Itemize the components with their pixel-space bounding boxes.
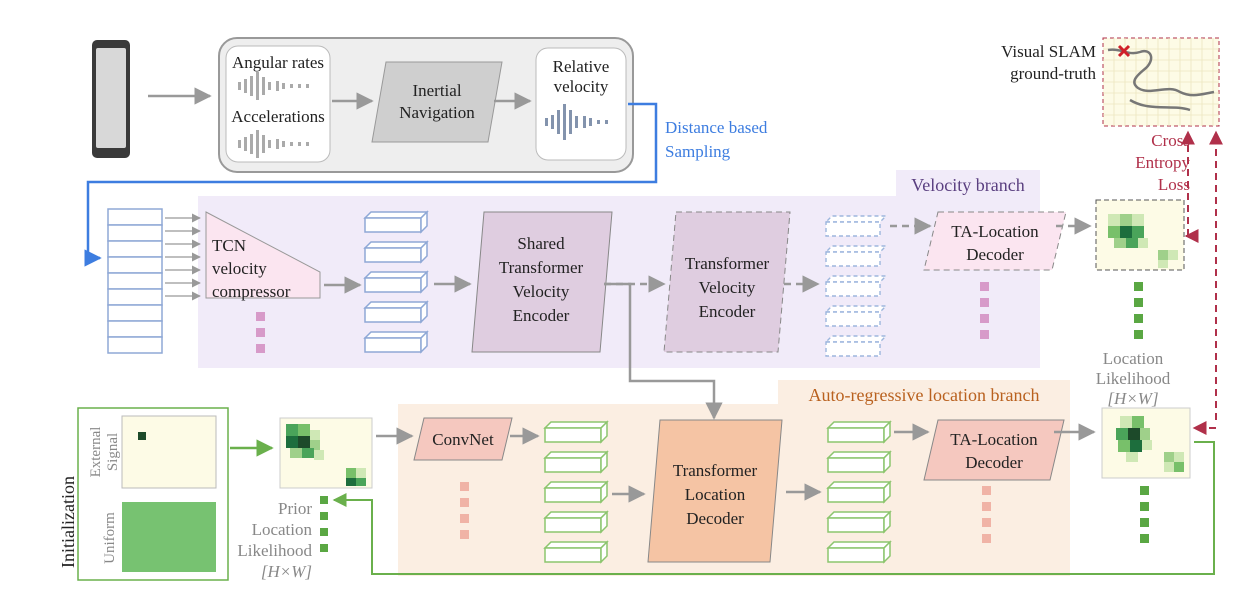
inertial-navigation-line1: Inertial [412,81,461,100]
relative-velocity-signal-icon [545,104,608,140]
prior-line4: [H×W] [261,562,312,581]
location-tokens-in [543,420,609,564]
velocity-encoder-line2: Velocity [699,278,756,297]
loss-line2: Entropy [1135,153,1190,172]
convnet-block [413,417,513,461]
location-ta-decoder-block [923,419,1065,481]
location-heatmap-ellipsis [1140,486,1149,543]
slam-label-line2: ground-truth [1010,64,1096,83]
prior-line3: Likelihood [237,541,312,560]
prior-line1: Prior [278,499,312,518]
loss-line1: Cross [1151,131,1190,150]
location-decoder-ellipsis [982,486,991,543]
convnet-label: ConvNet [432,430,494,449]
external-signal-point [138,432,146,440]
accelerations-label: Accelerations [231,107,324,126]
sampling-line2: Sampling [665,142,731,161]
uniform-label: Uniform [102,512,118,564]
location-likelihood-line2: Likelihood [1096,369,1171,388]
velocity-ta-decoder-block [923,211,1067,271]
velocity-branch-title: Velocity branch [911,175,1024,195]
location-decoder-block [647,419,783,563]
velocity-ta-decoder-line2: Decoder [966,245,1024,264]
relative-velocity-line1: Relative [553,57,610,76]
location-likelihood-line1: Location [1103,349,1164,368]
tcn-line1: TCN [212,236,246,255]
shared-encoder-block [471,211,613,353]
velocity-tokens-dashed [824,215,888,357]
location-decoder-line2: Location [685,485,746,504]
external-signal-line1: External [88,427,104,478]
velocity-heatmap [1095,199,1185,271]
location-tokens-out [826,420,892,564]
location-ta-decoder-line1: TA-Location [950,430,1038,449]
location-decoder-line3: Decoder [686,509,744,528]
velocity-encoder-block [663,211,791,353]
location-heatmap [1101,407,1191,479]
prior-heatmap [279,417,373,489]
angular-rates-label: Angular rates [232,53,324,72]
location-branch-title-bg [778,380,1070,410]
angular-rates-signal-icon [238,72,309,100]
uniform-map [122,502,216,572]
location-decoder-line1: Transformer [673,461,758,480]
sampling-line1: Distance based [665,118,768,137]
velocity-encoder-line1: Transformer [685,254,770,273]
initialization-title: Initialization [58,476,78,568]
external-signal-map [121,415,217,489]
inertial-navigation-line2: Navigation [399,103,475,122]
velocity-encoder-line3: Encoder [699,302,756,321]
phone-icon [92,40,130,158]
external-signal-line2: Signal [105,433,121,471]
tcn-line2: velocity [212,259,267,278]
tcn-ellipsis [256,312,265,353]
velocity-ta-decoder-line1: TA-Location [951,222,1039,241]
velocity-tokens [363,210,429,354]
slam-map [1102,37,1220,127]
sensor-box [225,45,331,163]
velocity-branch-title-bg [896,170,1040,200]
tcn-line3: compressor [212,282,291,301]
accelerations-signal-icon [238,130,309,158]
prior-line2: Location [252,520,313,539]
velocity-branch-bg [198,196,1040,368]
tcn-compressor-block [205,211,321,299]
slam-trajectory [1107,48,1215,112]
shared-encoder-line2: Transformer [499,258,584,277]
prior-ellipsis [320,496,328,552]
velocity-heatmap-ellipsis [1134,282,1143,339]
location-ta-decoder-line2: Decoder [965,453,1023,472]
slam-start-marker-icon [1117,44,1131,58]
velocity-decoder-ellipsis [980,282,989,339]
shared-encoder-line3: Velocity [513,282,570,301]
shared-encoder-line1: Shared [517,234,565,253]
relative-velocity-line2: velocity [554,77,609,96]
loss-line3: Loss [1158,175,1190,194]
shared-encoder-line4: Encoder [513,306,570,325]
input-sequence-stack [107,208,163,354]
inertial-navigation-block [371,61,503,143]
location-branch-title: Auto-regressive location branch [809,385,1040,405]
slam-label-line1: Visual SLAM [1001,42,1096,61]
convnet-ellipsis [460,482,469,539]
location-likelihood-line3: [H×W] [1107,389,1158,408]
